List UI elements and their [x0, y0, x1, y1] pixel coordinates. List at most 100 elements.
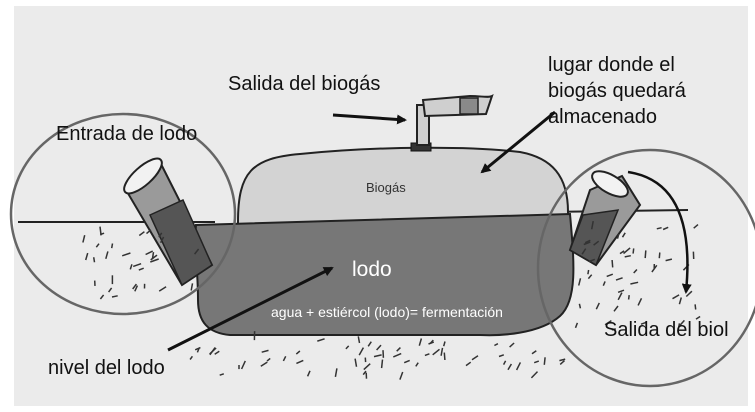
- soil-stroke: [432, 348, 440, 356]
- soil-stroke: [507, 363, 513, 371]
- soil-stroke: [644, 250, 647, 259]
- soil-stroke: [662, 226, 669, 231]
- soil-stroke: [240, 360, 246, 370]
- soil-stroke: [190, 283, 194, 291]
- soil-stroke: [121, 252, 131, 257]
- soil-stroke: [615, 277, 623, 281]
- soil-stroke: [602, 281, 606, 286]
- soil-stroke: [624, 254, 631, 258]
- gas-valve: [410, 94, 494, 152]
- inlet-pipe: [123, 157, 214, 287]
- soil-stroke: [530, 371, 539, 379]
- soil-stroke: [509, 342, 515, 348]
- soil-stroke: [132, 262, 142, 268]
- soil-stroke: [362, 370, 367, 376]
- soil-stroke: [590, 220, 594, 230]
- label-gas-outlet: Salida del biogás: [228, 73, 381, 95]
- soil-stroke: [158, 286, 167, 292]
- soil-stroke: [515, 362, 522, 371]
- soil-stroke: [358, 347, 365, 356]
- soil-stroke: [678, 297, 683, 305]
- soil-stroke: [677, 323, 681, 329]
- soil-stroke: [604, 319, 612, 326]
- soil-stroke: [129, 264, 133, 270]
- soil-stroke: [543, 357, 546, 365]
- soil-stroke: [158, 232, 163, 238]
- soil-stroke: [373, 354, 382, 358]
- label-sludge: lodo: [352, 258, 392, 281]
- soil-stroke: [189, 355, 194, 360]
- soil-stroke: [396, 347, 401, 352]
- soil-stroke: [695, 315, 701, 320]
- soil-stroke: [99, 294, 105, 300]
- soil-stroke: [593, 240, 600, 246]
- outlet-circle: [536, 148, 755, 388]
- label-biogas: Biogás: [366, 180, 406, 195]
- soil-stroke: [110, 243, 114, 249]
- soil-stroke: [581, 248, 587, 255]
- label-inlet: Entrada de lodo: [56, 123, 198, 145]
- soil-stroke: [633, 268, 638, 274]
- soil-stroke: [621, 232, 626, 238]
- gas-outlet-arrow: [332, 113, 407, 125]
- soil-stroke: [693, 224, 699, 229]
- soil-stroke: [151, 251, 155, 260]
- soil-stroke: [354, 358, 358, 367]
- soil-stroke: [617, 289, 625, 294]
- soil-stroke: [295, 350, 301, 355]
- soil-stroke: [260, 361, 268, 367]
- soil-stroke: [498, 354, 505, 358]
- soil-stroke: [82, 235, 86, 243]
- soil-stroke: [357, 336, 361, 344]
- soil-stroke: [363, 363, 371, 371]
- soil-stroke: [595, 302, 600, 310]
- soil-stroke: [577, 278, 582, 286]
- soil-stroke: [399, 371, 404, 380]
- soil-stroke: [132, 283, 137, 290]
- soil-stroke: [672, 294, 680, 300]
- soil-stroke: [613, 305, 619, 312]
- soil-stroke: [317, 338, 325, 342]
- soil-stroke: [424, 353, 430, 357]
- label-formula: agua + estiércol (lodo)= fermentación: [271, 304, 503, 320]
- soil-stroke: [494, 343, 499, 347]
- soil-stroke: [665, 258, 673, 262]
- soil-stroke: [588, 258, 596, 263]
- soil-stroke: [640, 321, 647, 325]
- soil-stroke: [584, 239, 591, 244]
- soil-stroke: [194, 346, 201, 351]
- soil-stroke: [266, 357, 271, 362]
- soil-stroke: [194, 248, 200, 255]
- soil-stroke: [623, 247, 631, 255]
- label-sludge-level: nivel del lodo: [48, 357, 165, 379]
- soil-stroke: [209, 347, 217, 355]
- biol-outlet-arrow: [627, 170, 692, 294]
- soil-hatching: [82, 220, 701, 380]
- soil-stroke: [107, 287, 113, 293]
- soil-stroke: [617, 292, 623, 301]
- soil-stroke: [138, 231, 145, 237]
- soil-stroke: [296, 359, 304, 365]
- soil-stroke: [380, 359, 384, 369]
- soil-stroke: [92, 257, 96, 263]
- soil-stroke: [111, 295, 118, 298]
- soil-stroke: [656, 226, 662, 230]
- soil-stroke: [418, 338, 423, 346]
- soil-stroke: [367, 341, 372, 347]
- soil-stroke: [442, 341, 446, 347]
- soil-stroke: [583, 241, 591, 246]
- soil-stroke: [578, 303, 582, 309]
- soil-stroke: [531, 350, 537, 355]
- soil-stroke: [219, 373, 225, 376]
- soil-stroke: [261, 349, 269, 353]
- soil-stroke: [443, 352, 446, 361]
- soil-stroke: [559, 358, 566, 362]
- soil-stroke: [471, 355, 479, 361]
- soil-stroke: [679, 319, 685, 326]
- inlet-circle: [9, 112, 237, 316]
- soil-stroke: [306, 370, 311, 377]
- sludge-body: [194, 212, 575, 337]
- soil-stroke: [145, 250, 154, 256]
